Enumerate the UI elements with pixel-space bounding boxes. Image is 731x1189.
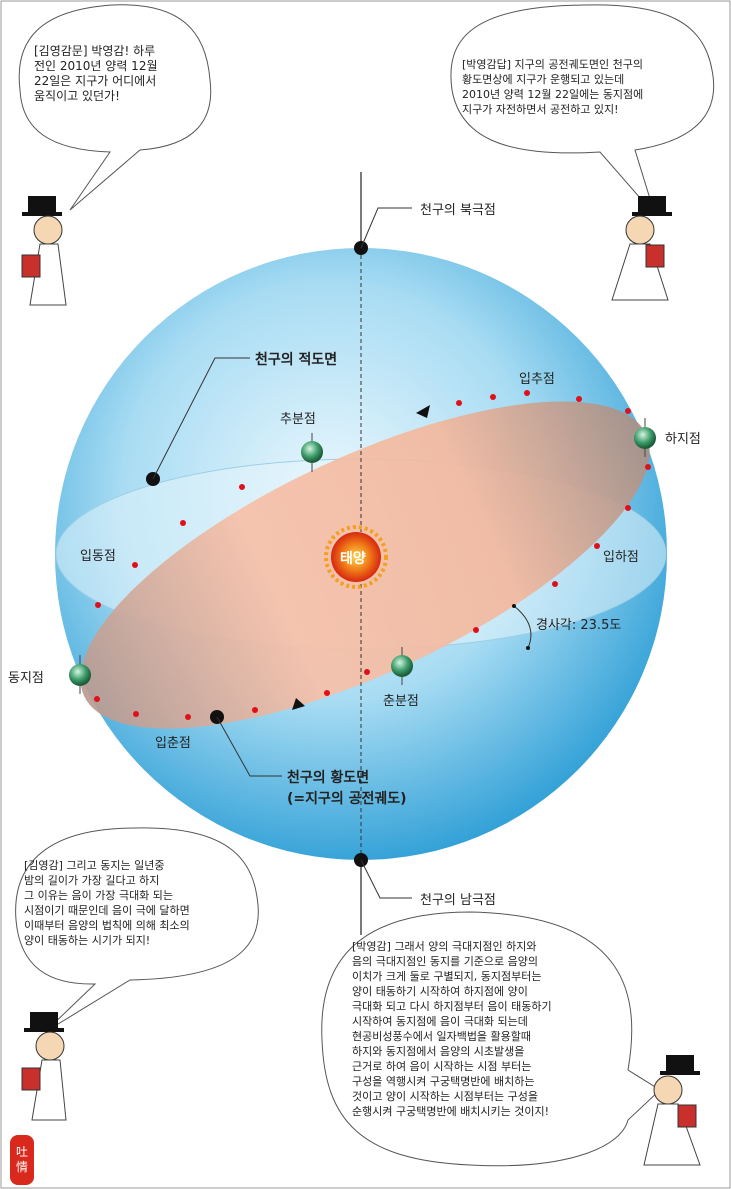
dialog-line: 지구가 자전하면서 공전하고 있지! bbox=[462, 103, 619, 116]
speech-bubble-top-right bbox=[450, 4, 715, 216]
dialog-bottom-right: [박영감] 그래서 양의 극대지점인 하지와 음의 극대지점인 동지를 기준으로… bbox=[352, 939, 552, 1119]
earth-autumnal-equinox bbox=[301, 433, 323, 472]
seal-char: 情 bbox=[15, 1160, 28, 1174]
tilt-angle-arc bbox=[513, 605, 532, 649]
label-start-summer: 입하점 bbox=[603, 550, 639, 565]
orbit-arrow-top bbox=[416, 405, 430, 418]
dialog-line: 이치가 크게 둘로 구별되지, 동지점부터는 bbox=[352, 970, 542, 983]
south-pole-leader bbox=[360, 859, 412, 899]
seal-char: 吐 bbox=[15, 1145, 28, 1159]
orbit-dot bbox=[456, 400, 462, 406]
orbit-dot bbox=[552, 581, 558, 587]
label-south-pole: 천구의 남극점 bbox=[420, 893, 496, 908]
label-sun: 태양 bbox=[340, 551, 366, 567]
dialog-line: 22일은 지구가 어디에서 bbox=[34, 74, 157, 88]
dialog-line: 극대화 되고 다시 하지점부터 음이 태동하기 bbox=[352, 1000, 552, 1013]
orbit-arrow-bottom bbox=[292, 698, 305, 710]
orbit-dot bbox=[95, 602, 101, 608]
orbit-dot bbox=[594, 543, 600, 549]
dialog-line: 2010년 양력 12월 22일에는 동지점에 bbox=[462, 88, 644, 101]
orbit-dot bbox=[133, 711, 139, 717]
orbit-dot bbox=[625, 505, 631, 511]
label-start-autumn: 입추점 bbox=[519, 372, 555, 387]
orbit-dot bbox=[490, 394, 496, 400]
sun bbox=[324, 525, 388, 589]
speech-bubble-top-left bbox=[18, 4, 212, 211]
scholar-figure-top-left bbox=[21, 196, 67, 306]
equator-plane-leader bbox=[152, 357, 250, 480]
dialog-line: 순행시켜 구궁택명반에 배치시키는 것이지! bbox=[352, 1105, 550, 1118]
label-tilt-angle: 경사각: 23.5도 bbox=[536, 618, 622, 633]
orbit-dot bbox=[185, 714, 191, 720]
label-north-pole: 천구의 북극점 bbox=[420, 203, 496, 218]
dialog-line: 이때부터 음양의 법칙에 의해 최소의 bbox=[24, 919, 190, 932]
orbit-dot bbox=[324, 690, 330, 696]
dialog-line: 밤의 길이가 가장 길다고 하지 bbox=[24, 874, 160, 887]
dialog-line: 양이 태동하기 시작하여 하지점에 양이 bbox=[352, 985, 528, 998]
dialog-line: 구성을 역행시켜 구궁택명반에 배치하는 bbox=[352, 1075, 535, 1088]
orbit-dot bbox=[473, 627, 479, 633]
scholar-figure-bottom-right bbox=[643, 1055, 701, 1166]
orbit-dots bbox=[94, 390, 651, 720]
dialog-mid-left: [김영감] 그리고 동지는 일년중 밤의 길이가 가장 길다고 하지 그 이유는… bbox=[24, 858, 190, 948]
speech-bubble-bottom-right bbox=[321, 911, 661, 1167]
orbit-dot bbox=[364, 669, 370, 675]
label-ecliptic-plane-sub: (=지구의 공전궤도) bbox=[287, 791, 407, 807]
orbit-dot bbox=[576, 396, 582, 402]
earth-vernal-equinox bbox=[391, 647, 413, 685]
dialog-line: [김영감] 그리고 동지는 일년중 bbox=[24, 859, 165, 872]
label-start-winter: 입동점 bbox=[80, 549, 116, 564]
dialog-line: [김영감문] 박영감! 하루 bbox=[34, 44, 156, 58]
label-autumnal-equinox: 추분점 bbox=[280, 412, 316, 427]
orbit-dot bbox=[239, 484, 245, 490]
label-equator-plane: 천구의 적도면 bbox=[255, 352, 338, 368]
earth-summer-solstice bbox=[634, 418, 656, 457]
tilt-arc-end-bottom bbox=[526, 646, 530, 650]
dialog-line: 하지와 동지점에서 음양의 시초발생을 bbox=[352, 1045, 525, 1058]
orbit-dot bbox=[132, 562, 138, 568]
orbit-dot bbox=[524, 390, 530, 396]
orbit-dot bbox=[180, 520, 186, 526]
scholar-figure-bottom-left bbox=[21, 1012, 67, 1121]
ecliptic-plane-leader bbox=[216, 716, 282, 777]
dialog-line: 전인 2010년 양력 12월 bbox=[34, 59, 158, 73]
earth-winter-solstice bbox=[69, 655, 91, 694]
dialog-line: 것이고 양이 시작하는 시점부터는 구성을 bbox=[352, 1090, 539, 1103]
label-summer-solstice: 하지점 bbox=[665, 432, 701, 447]
dialog-line: 그 이유는 음이 가장 극대화 되는 bbox=[24, 889, 174, 902]
dialog-top-left: [김영감문] 박영감! 하루 전인 2010년 양력 12월 22일은 지구가 … bbox=[34, 44, 158, 104]
speech-bubble-mid-left bbox=[15, 827, 259, 1033]
dialog-line: 양이 태동하는 시기가 되지! bbox=[24, 934, 151, 947]
label-winter-solstice: 동지점 bbox=[8, 671, 44, 686]
dialog-line: 음의 극대지점인 동지를 기준으로 음양의 bbox=[352, 955, 539, 968]
dialog-line: 시작하여 동지점에 음이 극대화 되는데 bbox=[352, 1015, 528, 1028]
dialog-line: [박영감] 그래서 양의 극대지점인 하지와 bbox=[352, 940, 537, 953]
scholar-figure-top-right bbox=[611, 196, 672, 301]
dialog-line: [박영감답] 지구의 공전궤도면인 천구의 bbox=[462, 58, 643, 71]
orbit-dot bbox=[94, 696, 100, 702]
orbit-dot bbox=[625, 408, 631, 414]
dialog-line: 시점이기 때문인데 음이 극에 달하면 bbox=[24, 904, 190, 917]
tilt-arc-end-top bbox=[512, 604, 516, 608]
dialog-line: 황도면상에 지구가 운행되고 있는데 bbox=[462, 73, 625, 86]
label-ecliptic-plane: 천구의 황도면 bbox=[287, 770, 370, 786]
dialog-line: 근거로 하여 음이 시작하는 시점 부터는 bbox=[352, 1060, 532, 1073]
artist-seal: 吐 情 bbox=[10, 1135, 34, 1185]
label-start-spring: 입춘점 bbox=[155, 736, 191, 751]
dialog-top-right: [박영감답] 지구의 공전궤도면인 천구의 황도면상에 지구가 운행되고 있는데… bbox=[462, 57, 643, 117]
north-pole-leader bbox=[360, 207, 412, 249]
dialog-line: 현공비성풍수에서 일자백법을 활용할때 bbox=[352, 1030, 532, 1043]
dialog-line: 움직이고 있던가! bbox=[34, 89, 120, 103]
orbit-dot bbox=[252, 707, 258, 713]
orbit-dot bbox=[645, 464, 651, 470]
label-vernal-equinox: 춘분점 bbox=[383, 694, 419, 709]
